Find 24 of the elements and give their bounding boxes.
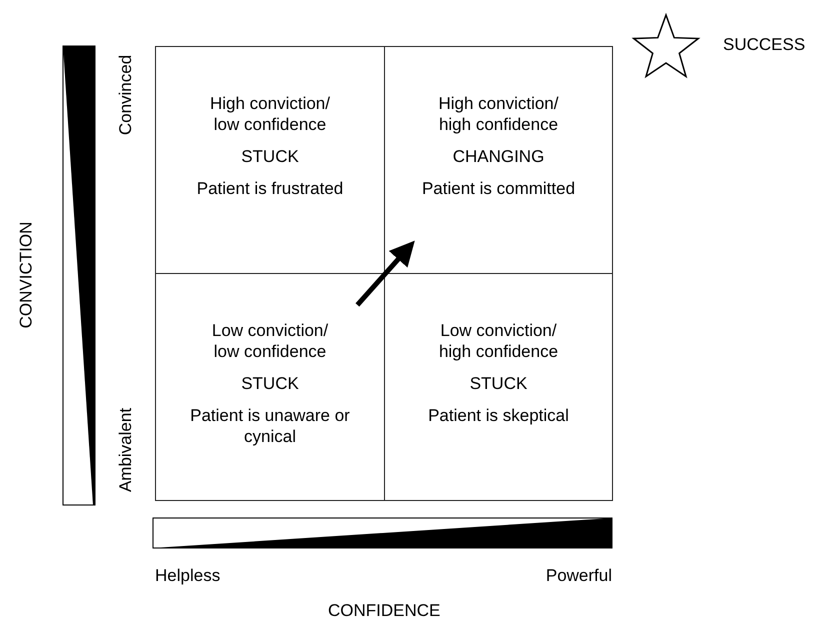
description: Patient is unaware or cynical [190, 405, 350, 447]
status-label: CHANGING [452, 146, 544, 167]
quadrant-cell [384, 46, 613, 274]
quadrant-heading: High conviction/ low confidence [208, 93, 331, 135]
quadrant-cell [384, 273, 613, 501]
description: Patient is skeptical [428, 405, 569, 426]
status-label: STUCK [241, 373, 299, 394]
axis-end-label: Convinced [116, 54, 136, 136]
axis-title: CONFIDENCE [328, 601, 440, 621]
arrow [356, 240, 415, 307]
description: Patient is committed [422, 178, 576, 199]
quadrant-heading: High conviction/ high confidence [437, 93, 560, 135]
axis-end-label: Ambivalent [116, 408, 136, 492]
axis-title: CONVICTION [16, 222, 36, 328]
quadrant-heading: Low conviction/ low confidence [210, 320, 330, 362]
axis-end-label: Helpless [155, 566, 220, 586]
quadrant-heading: Low conviction/ high confidence [438, 320, 560, 362]
status-label: STUCK [470, 373, 528, 394]
quadrant-cell [155, 273, 385, 501]
quadrant-cell [155, 46, 385, 274]
axis-end-label: Powerful [546, 566, 612, 586]
status-label: STUCK [241, 146, 299, 167]
description: Patient is frustrated [196, 178, 344, 199]
legend-text: SUCCESS [723, 35, 806, 55]
